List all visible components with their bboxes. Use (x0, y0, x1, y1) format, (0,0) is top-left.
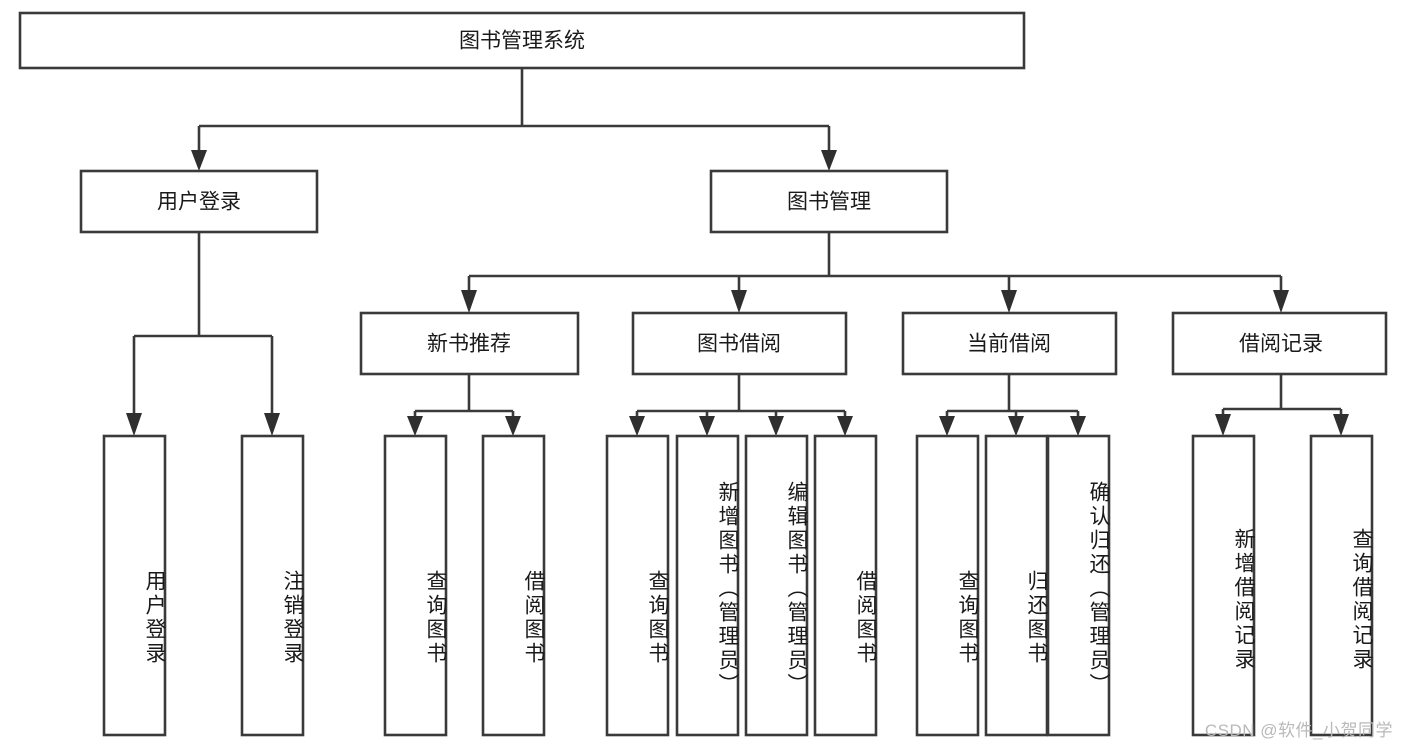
node-book-borrow[interactable]: 图书借阅 (631, 311, 848, 376)
node-user-login-box[interactable] (79, 169, 319, 234)
leaf-box-current-borrow-1[interactable] (915, 434, 980, 737)
leaf-boxes-borrow-record (1191, 434, 1374, 737)
watermark-text: CSDN @软件_小贺同学 (1204, 721, 1393, 740)
leaf-box-book-borrow-1[interactable] (605, 434, 670, 737)
arrow-root-to-user-login (191, 150, 207, 171)
arrow-book-borrow-leaf-4 (837, 416, 853, 436)
leaf-box-book-borrow-3[interactable] (744, 434, 809, 737)
arrow-to-current-borrow (1001, 290, 1017, 313)
arrow-current-borrow-leaf-3 (1070, 416, 1086, 436)
leaf-boxes-book-borrow (605, 434, 878, 737)
node-borrow-record[interactable]: 借阅记录 (1171, 311, 1388, 376)
leaf-box-new-book-2[interactable] (481, 434, 546, 737)
arrow-book-borrow-leaf-3 (768, 416, 784, 436)
node-book-management-box[interactable] (709, 169, 949, 234)
node-new-book-recommend[interactable]: 新书推荐 (359, 311, 580, 376)
arrow-borrow-record-leaf-1 (1215, 414, 1231, 436)
connectors-root-to-level2 (191, 68, 837, 171)
connectors-new-book-to-leaves (407, 374, 521, 436)
leaf-box-current-borrow-3[interactable] (1046, 434, 1111, 737)
connectors-borrow-record-to-leaves (1215, 374, 1349, 436)
arrow-current-borrow-leaf-1 (939, 416, 955, 436)
node-borrow-record-label: 借阅记录 (1239, 333, 1323, 356)
node-current-borrow-label: 当前借阅 (967, 333, 1051, 356)
arrow-current-borrow-leaf-2 (1008, 416, 1024, 436)
node-new-book-recommend-box[interactable] (359, 311, 580, 376)
leaf-boxes-user-login (102, 434, 305, 737)
leaf-boxes-current-borrow (915, 434, 1111, 737)
node-current-borrow[interactable]: 当前借阅 (901, 311, 1118, 376)
leaf-box-book-borrow-4[interactable] (813, 434, 878, 737)
node-root-label: 图书管理系统 (459, 30, 585, 53)
connectors-user-login-to-leaves (126, 232, 280, 436)
node-root-box[interactable] (18, 11, 1026, 70)
arrow-borrow-record-leaf-2 (1333, 414, 1349, 436)
leaf-box-user-login-2[interactable] (240, 434, 305, 737)
node-current-borrow-box[interactable] (901, 311, 1118, 376)
node-book-borrow-box[interactable] (631, 311, 848, 376)
leaf-box-book-borrow-2[interactable] (675, 434, 740, 737)
arrow-book-borrow-leaf-2 (699, 416, 715, 436)
connectors-current-borrow-to-leaves (939, 374, 1086, 436)
leaf-box-borrow-record-1[interactable] (1191, 434, 1256, 737)
node-user-login-label: 用户登录 (157, 191, 241, 214)
node-book-management-label: 图书管理 (787, 191, 871, 214)
leaf-boxes-new-book-recommend (383, 434, 546, 737)
node-new-book-recommend-label: 新书推荐 (427, 333, 511, 356)
connectors-book-borrow-to-leaves (629, 374, 853, 436)
leaf-box-user-login-1[interactable] (102, 434, 167, 737)
leaf-box-new-book-1[interactable] (383, 434, 448, 737)
arrow-new-book-leaf-1 (407, 416, 423, 436)
arrow-book-borrow-leaf-1 (629, 416, 645, 436)
leaf-box-current-borrow-2[interactable] (984, 434, 1049, 737)
arrow-to-new-book (461, 290, 477, 313)
arrow-root-to-book-mgmt (821, 150, 837, 171)
node-borrow-record-box[interactable] (1171, 311, 1388, 376)
arrow-user-login-leaf-1 (126, 413, 142, 436)
arrow-user-login-leaf-2 (264, 413, 280, 436)
arrow-new-book-leaf-2 (505, 416, 521, 436)
node-user-login[interactable]: 用户登录 (79, 169, 319, 234)
connectors-book-mgmt-to-level3 (461, 232, 1289, 313)
node-root[interactable]: 图书管理系统 (18, 11, 1026, 70)
arrow-to-borrow-record (1273, 290, 1289, 313)
node-book-management[interactable]: 图书管理 (709, 169, 949, 234)
node-book-borrow-label: 图书借阅 (697, 333, 781, 356)
leaf-box-borrow-record-2[interactable] (1309, 434, 1374, 737)
arrow-to-book-borrow (731, 290, 747, 313)
